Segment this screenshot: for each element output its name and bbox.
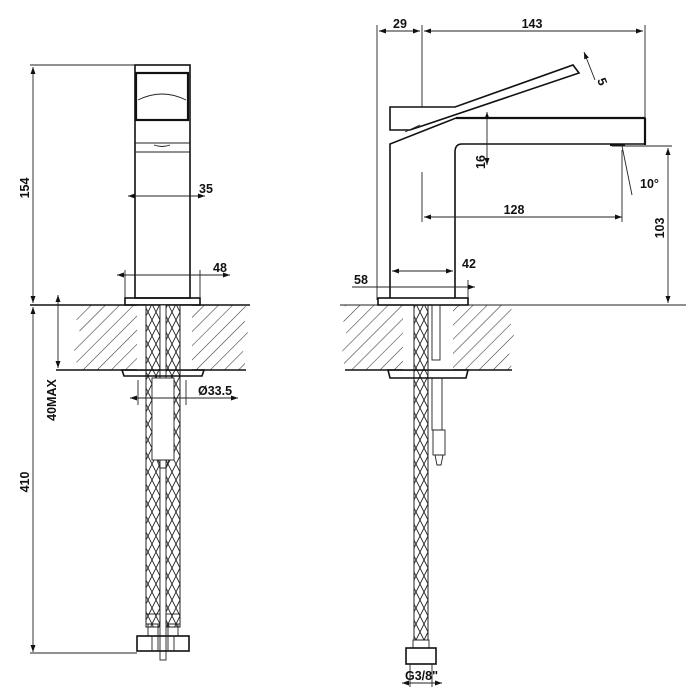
dim-lever-thickness-5: 5 xyxy=(594,76,610,88)
dim-height-154: 154 xyxy=(18,178,32,199)
worktop-slab-side xyxy=(340,304,686,371)
hoses-side xyxy=(386,304,470,665)
dim-thread-g38: G3/8" xyxy=(405,669,438,683)
dim-spout-reach-128: 128 xyxy=(504,203,525,217)
dim-hole-diameter: Ø33.5 xyxy=(198,384,232,398)
dim-spout-angle-10: 10° xyxy=(640,177,659,191)
dim-total-reach-143: 143 xyxy=(522,17,543,31)
lever-side xyxy=(389,64,581,133)
dim-spout-height-103: 103 xyxy=(653,218,667,239)
worktop-slab-front xyxy=(30,304,250,371)
side-dimensions: 29 143 5 16 10° 128 103 42 58 G3/8" xyxy=(352,17,672,687)
dim-spout-thickness-16: 16 xyxy=(474,155,488,169)
dim-hose-410: 410 xyxy=(18,472,32,493)
dim-base-depth-58: 58 xyxy=(354,273,368,287)
dim-lever-offset-29: 29 xyxy=(393,17,407,31)
front-view: 154 35 48 40MAX 410 Ø33.5 xyxy=(18,64,250,661)
side-view: 29 143 5 16 10° 128 103 42 58 G3/8" xyxy=(340,17,686,687)
dim-base-width-48: 48 xyxy=(213,261,227,275)
dim-max-deck-40: 40MAX xyxy=(45,379,59,421)
dim-body-depth-42: 42 xyxy=(462,257,476,271)
front-dimensions: 154 35 48 40MAX 410 Ø33.5 xyxy=(18,64,238,654)
dim-body-width-35: 35 xyxy=(199,182,213,196)
mixer-body-front xyxy=(124,64,201,306)
hoses-front xyxy=(120,304,206,661)
